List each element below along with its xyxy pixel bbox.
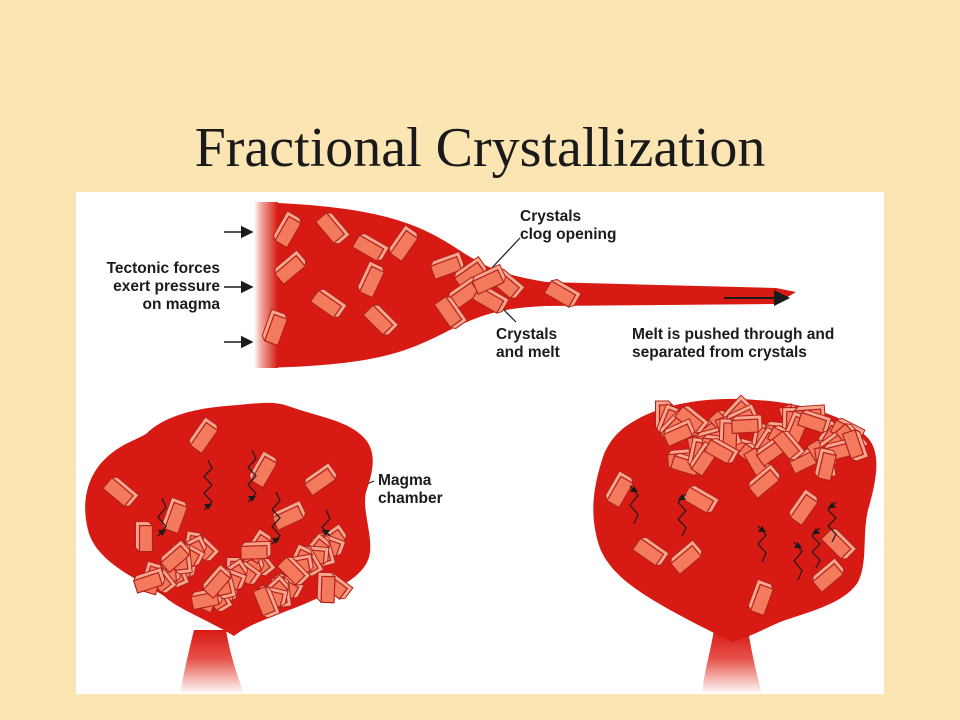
crystal [747,578,775,617]
sinking-arrow [321,509,331,537]
label-tectonic-forces: Tectonic forces exert pressure on magma [106,260,220,313]
crystal [252,585,281,619]
rising-arrow [827,501,837,543]
crystal [276,556,312,586]
crystal [357,260,386,299]
label-crystals-clog: Crystals clog opening [520,208,617,243]
label-crystals-and-melt: Crystals and melt [496,326,560,361]
slide-title: Fractional Crystallization [194,117,766,179]
chamber-left-crystals [101,416,354,619]
crystal [604,470,634,509]
label-melt-pushed: Melt is pushed through and separated fro… [632,326,835,361]
crystal [240,540,272,561]
fractional-crystallization-figure: Tectonic forces exert pressure on magma … [76,192,884,694]
crystal [316,571,336,604]
crystal [788,488,819,527]
rising-arrow [757,525,767,563]
crystal [433,295,469,329]
crystal [841,429,870,462]
crystal [309,288,348,319]
crystal [703,437,740,465]
crystal [771,430,806,461]
sinking-arrow [157,497,167,537]
crystal [631,536,670,567]
crystal [669,539,703,576]
crystal [273,249,307,286]
crystal [747,463,781,500]
sinking-arrow [247,449,257,503]
crystal [135,521,154,553]
rising-arrow [811,527,821,569]
label-magma-chamber: Magma chamber [378,472,443,507]
crystal [820,528,858,560]
rising-arrow [629,485,639,525]
chamber-right-crystals [604,394,870,617]
diagram-canvas [85,202,877,694]
rising-arrows [629,485,837,581]
crystal [543,278,582,308]
crystal [811,557,845,594]
sinking-arrows [157,449,331,545]
rising-arrow [793,541,803,581]
crystal [429,250,465,281]
crystal [248,450,278,489]
rising-arrow [677,493,687,537]
crystal [132,566,166,594]
crystal [303,461,337,497]
crystal [202,563,232,600]
crystal [362,304,400,336]
crystal [188,416,219,455]
crystal [731,414,763,435]
pressure-arrows [224,225,254,349]
crystal [662,418,696,448]
crystal [796,409,833,434]
crystal [160,539,190,574]
crystal [814,447,837,482]
crystal [471,263,507,296]
funnel-crystals [261,210,582,347]
crystal [261,308,289,347]
sinking-arrow [203,459,213,511]
sinking-arrow [271,491,281,545]
crystal [272,210,302,249]
crystal [314,211,351,245]
crystal [101,476,140,508]
crystal [388,224,419,263]
crystal [681,484,720,514]
crystal [161,496,189,535]
